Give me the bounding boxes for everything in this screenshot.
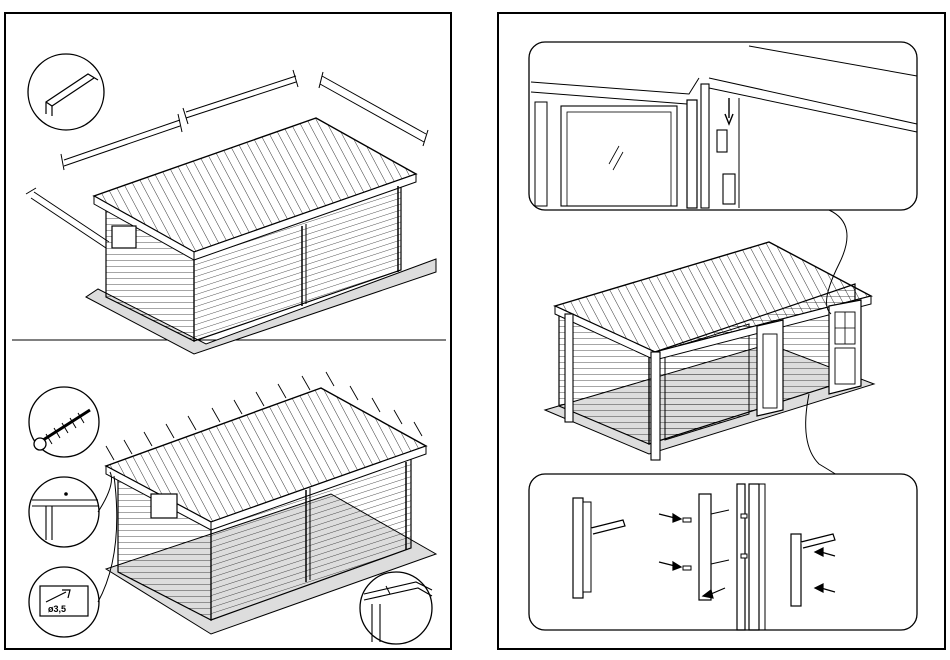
building-with-doors: [545, 242, 874, 460]
drill-size-label: ø3,5: [48, 604, 66, 614]
step-roof-fix: ø3,5: [29, 372, 436, 644]
step-roof-trim: [26, 54, 436, 354]
trim-profile-detail: [28, 54, 104, 130]
right-page-illustration: [499, 14, 948, 652]
hinge-detail: [529, 42, 917, 210]
left-page-illustration: ø3,5: [6, 14, 454, 652]
edge-detail: [29, 477, 99, 547]
right-instruction-page: [497, 12, 946, 650]
drill-detail: ø3,5: [29, 567, 99, 637]
handle-detail: [529, 474, 917, 630]
step-door-install: [529, 42, 917, 630]
screw-detail: [29, 387, 99, 457]
shed-building-1: [86, 118, 436, 354]
left-instruction-page: ø3,5: [4, 12, 452, 650]
corner-detail: [360, 572, 432, 644]
